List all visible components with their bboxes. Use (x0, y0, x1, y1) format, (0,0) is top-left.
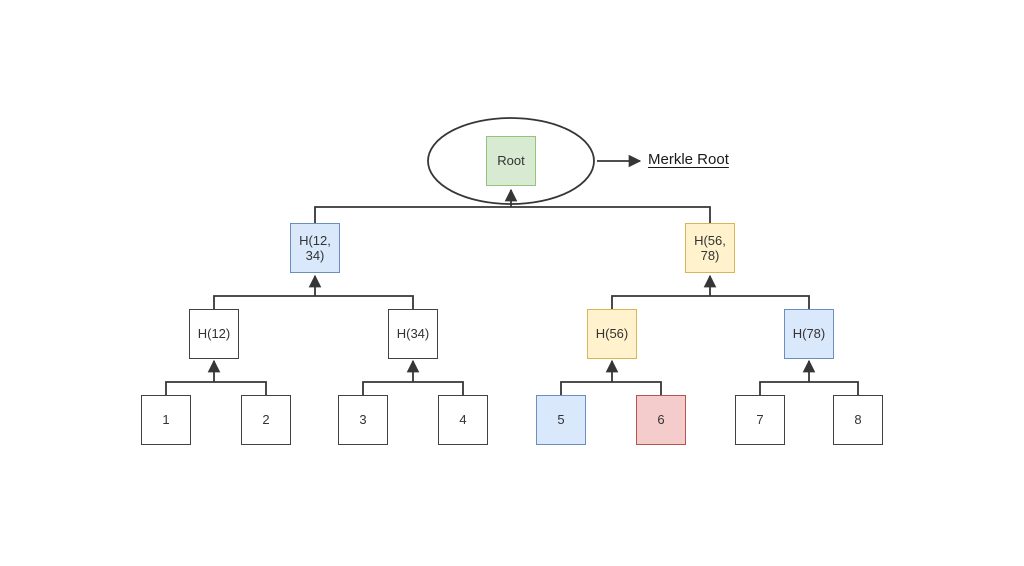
bracket-root (314, 206, 711, 223)
leaf-2: 2 (241, 395, 291, 445)
leaf-4: 4 (438, 395, 488, 445)
node-h56-78: H(56, 78) (685, 223, 735, 273)
bracket-h34 (362, 381, 464, 395)
node-h34: H(34) (388, 309, 438, 359)
bracket-h1234 (213, 295, 414, 309)
leaf-8: 8 (833, 395, 883, 445)
node-h12: H(12) (189, 309, 239, 359)
leaf-5: 5 (536, 395, 586, 445)
leaf-7: 7 (735, 395, 785, 445)
leaf-3: 3 (338, 395, 388, 445)
node-h56: H(56) (587, 309, 637, 359)
bracket-h5678 (611, 295, 810, 309)
bracket-h12 (165, 381, 267, 395)
leaf-1: 1 (141, 395, 191, 445)
merkle-root-label: Merkle Root (648, 151, 729, 168)
bracket-h78 (759, 381, 859, 395)
leaf-6: 6 (636, 395, 686, 445)
node-h12-34: H(12, 34) (290, 223, 340, 273)
bracket-h56 (560, 381, 662, 395)
node-root: Root (486, 136, 536, 186)
node-h78: H(78) (784, 309, 834, 359)
